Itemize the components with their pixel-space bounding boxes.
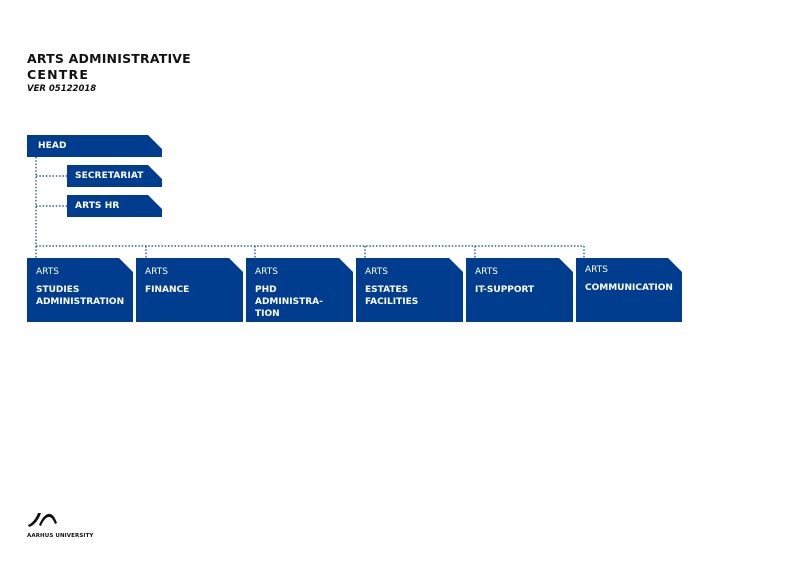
- unit-prefix: ARTS: [36, 267, 59, 277]
- unit-estates-facilities: ARTS ESTATES FACILITIES: [356, 258, 463, 322]
- unit-name: ESTATES FACILITIES: [365, 285, 419, 307]
- unit-name: COMMUNICATION: [585, 283, 673, 293]
- version-label: VER 05122018: [27, 84, 97, 94]
- aarhus-university-logo-icon: [28, 513, 57, 527]
- chart-title: ARTS ADMINISTRATIVE CENTRE: [27, 51, 191, 83]
- head-label: HEAD: [38, 141, 67, 151]
- title-line-1: ARTS ADMINISTRATIVE: [27, 51, 191, 66]
- unit-phd-administration: ARTS PHD ADMINISTRA- TION: [246, 258, 353, 322]
- arts-hr-box: ARTS HR: [67, 195, 162, 217]
- head-box: HEAD: [27, 135, 162, 157]
- unit-name: PHD ADMINISTRA- TION: [255, 285, 323, 319]
- unit-prefix: ARTS: [365, 267, 388, 277]
- unit-prefix: ARTS: [145, 267, 168, 277]
- unit-prefix: ARTS: [255, 267, 278, 277]
- unit-prefix: ARTS: [585, 265, 608, 275]
- secretariat-box: SECRETARIAT: [67, 165, 162, 187]
- arts-hr-label: ARTS HR: [75, 201, 120, 211]
- title-line-2: CENTRE: [27, 67, 90, 82]
- unit-it-support: ARTS IT-SUPPORT: [466, 258, 573, 322]
- unit-prefix: ARTS: [475, 267, 498, 277]
- unit-finance: ARTS FINANCE: [136, 258, 243, 322]
- unit-name: IT-SUPPORT: [475, 285, 535, 295]
- secretariat-label: SECRETARIAT: [75, 171, 144, 181]
- unit-name: STUDIES ADMINISTRATION: [36, 285, 125, 307]
- unit-studies-administration: ARTS STUDIES ADMINISTRATION: [27, 258, 133, 322]
- unit-name: FINANCE: [145, 285, 190, 295]
- unit-communication: ARTS COMMUNICATION: [576, 258, 682, 322]
- logo-text: AARHUS UNIVERSITY: [27, 533, 94, 539]
